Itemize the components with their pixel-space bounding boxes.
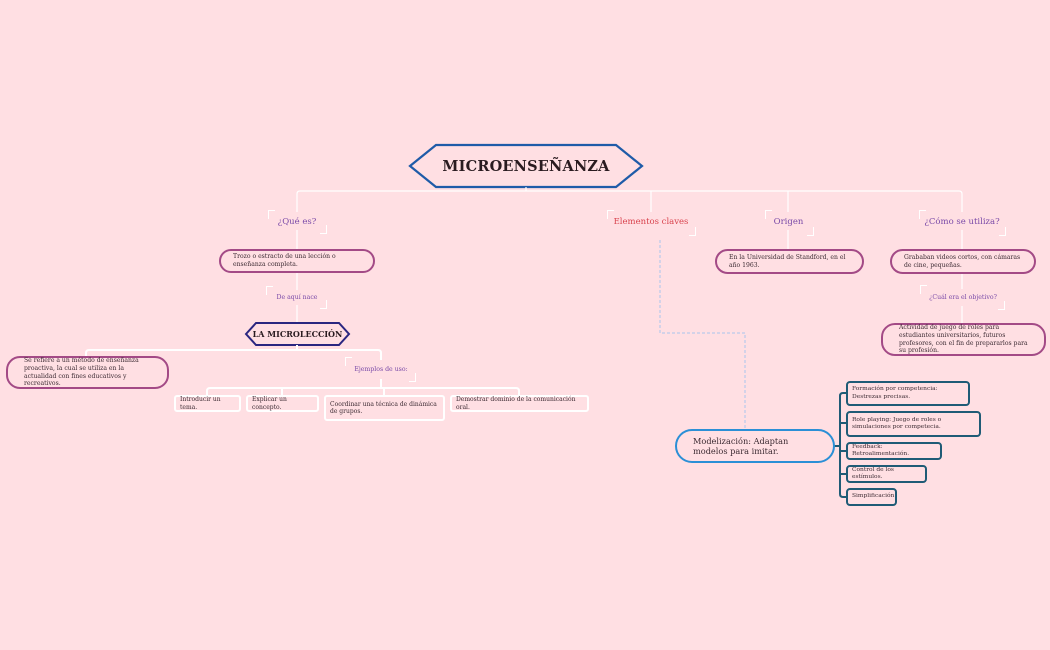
element-text: Feedback: Retroalimentación. [852, 443, 910, 457]
example-text: Coordinar una técnica de dinámica de gru… [330, 400, 437, 415]
node-origen-description[interactable]: En la Universidad de Standford, en el añ… [715, 249, 864, 274]
element-item[interactable]: Simplificación [846, 488, 897, 506]
element-item[interactable]: Control de los estímulos. [846, 465, 927, 483]
example-item[interactable]: Explicar un concepto. [246, 395, 319, 412]
node-text: Actividad de juego de roles para estudia… [899, 324, 1028, 355]
example-text: Introducir un tema. [180, 396, 221, 411]
topic-origen[interactable]: Origen [773, 217, 804, 227]
node-text: Modelización: Adaptan modelos para imita… [693, 436, 789, 456]
node-objective[interactable]: Actividad de juego de roles para estudia… [881, 323, 1046, 356]
node-microleccion[interactable]: LA MICROLECCIÓN [252, 329, 343, 339]
root-node-title[interactable]: MICROENSEÑANZA [442, 157, 610, 175]
example-text: Demostrar dominio de la comunicación ora… [456, 396, 576, 411]
bracket-decoration [266, 286, 273, 295]
element-item[interactable]: Formación por competencia: Destrezas pre… [846, 381, 970, 406]
example-text: Explicar un concepto. [252, 396, 287, 411]
bracket-decoration [920, 285, 927, 294]
bracket-decoration [765, 210, 772, 219]
element-text: Role playing: Juego de roles o simulacio… [852, 416, 942, 430]
bracket-decoration [320, 225, 327, 234]
node-text: Trozo o estracto de una lección o enseña… [233, 253, 336, 268]
example-item[interactable]: Introducir un tema. [174, 395, 241, 412]
bracket-decoration [919, 210, 926, 219]
node-text: En la Universidad de Standford, en el añ… [729, 253, 846, 269]
example-item[interactable]: Demostrar dominio de la comunicación ora… [450, 395, 589, 412]
element-text: Formación por competencia: Destrezas pre… [852, 386, 938, 400]
topic-cual-era-el-objetivo[interactable]: ¿Cuál era el objetivo? [929, 294, 997, 301]
element-item[interactable]: Role playing: Juego de roles o simulacio… [846, 411, 981, 437]
topic-que-es[interactable]: ¿Qué es? [277, 217, 317, 227]
element-text: Control de los estímulos. [852, 466, 894, 480]
topic-elementos-claves[interactable]: Elementos claves [613, 217, 689, 227]
topic-como-se-utiliza[interactable]: ¿Cómo se utiliza? [924, 217, 1000, 227]
example-item[interactable]: Coordinar una técnica de dinámica de gru… [324, 395, 445, 421]
bracket-decoration [409, 373, 416, 382]
topic-ejemplos-de-uso[interactable]: Ejemplos de uso: [354, 366, 408, 373]
node-como-description[interactable]: Grababan videos cortos, con cámaras de c… [890, 249, 1036, 274]
bracket-decoration [998, 301, 1005, 310]
node-microleccion-definition[interactable]: Se refiere a un método de enseñanza proa… [6, 356, 169, 389]
bracket-decoration [268, 210, 275, 219]
topic-de-aqui-nace[interactable]: De aquí nace [276, 294, 318, 301]
bracket-decoration [999, 227, 1006, 236]
bracket-decoration [689, 227, 696, 236]
element-item[interactable]: Feedback: Retroalimentación. [846, 442, 942, 460]
bracket-decoration [345, 357, 352, 366]
bracket-decoration [807, 227, 814, 236]
bracket-decoration [320, 300, 327, 309]
node-text: Se refiere a un método de enseñanza proa… [24, 357, 139, 388]
node-modelizacion[interactable]: Modelización: Adaptan modelos para imita… [675, 429, 835, 463]
node-text: Grababan videos cortos, con cámaras de c… [904, 253, 1021, 269]
bracket-decoration [607, 210, 614, 219]
node-que-es-description[interactable]: Trozo o estracto de una lección o enseña… [219, 249, 375, 273]
element-text: Simplificación [852, 493, 895, 500]
